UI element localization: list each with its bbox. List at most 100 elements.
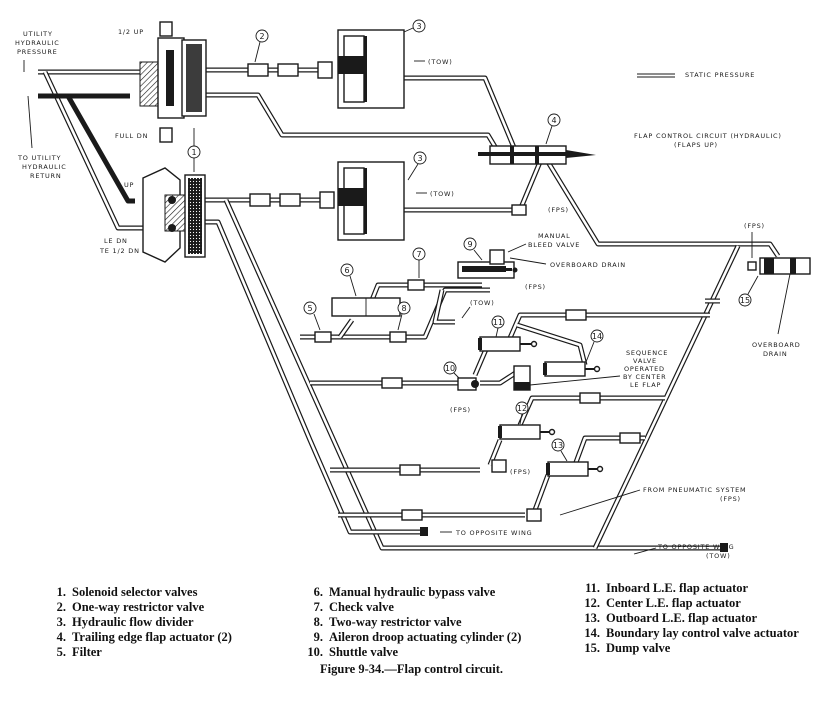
- to-opposite-wing-label-1: TO OPPOSITE WING: [440, 529, 532, 537]
- diagram-title: FLAP CONTROL CIRCUIT (HYDRAULIC) (FLAPS …: [634, 132, 781, 149]
- callout-11: 11: [491, 315, 505, 338]
- legend-text: Filter: [72, 645, 102, 659]
- svg-text:UTILITY: UTILITY: [23, 30, 53, 38]
- overboard-drain-label-dump: OVERBOARD DRAIN: [752, 273, 800, 358]
- svg-text:5: 5: [307, 304, 312, 313]
- svg-text:8: 8: [401, 304, 406, 313]
- legend-number: 1.: [56, 585, 66, 599]
- inboard-le-flap-actuator: [478, 336, 538, 352]
- legend-number: 10.: [307, 645, 323, 659]
- legend-item: 1. Solenoid selector valves: [50, 585, 232, 600]
- callout-15: 15: [738, 275, 759, 307]
- sequence-valve: [513, 365, 531, 391]
- legend-item: 4. Trailing edge flap actuator (2): [50, 630, 232, 645]
- half-up-label: 1/2 UP: [118, 28, 144, 36]
- legend-text: Trailing edge flap actuator (2): [72, 630, 232, 644]
- legend-text: Solenoid selector valves: [72, 585, 198, 599]
- callout-4: 4: [545, 113, 561, 145]
- legend-text: Inboard L.E. flap actuator: [606, 581, 749, 595]
- full-dn-label: FULL DN: [115, 132, 148, 140]
- callout-5: 5: [303, 301, 321, 331]
- callout-7: 7: [412, 247, 426, 278]
- le-dn-label: LE DN: [104, 237, 128, 245]
- svg-text:MANUAL: MANUAL: [538, 232, 571, 240]
- legend-text: Dump valve: [606, 641, 671, 655]
- legend-number: 15.: [584, 641, 600, 655]
- fps-label-actuator: (FPS): [548, 206, 569, 214]
- svg-text:(TOW): (TOW): [706, 552, 731, 560]
- solenoid-selector-valve-lower: [142, 167, 206, 263]
- legend-number: 4.: [56, 630, 66, 644]
- legend-item: 7.Check valve: [307, 600, 521, 615]
- legend-column-3: 11.Inboard L.E. flap actuator 12.Center …: [584, 581, 799, 656]
- legend-number: 8.: [313, 615, 323, 629]
- svg-text:SEQUENCE: SEQUENCE: [626, 349, 668, 357]
- from-pneumatic-label: FROM PNEUMATIC SYSTEM (FPS): [559, 486, 746, 516]
- legend-item: 15. Dump valve: [584, 641, 799, 656]
- svg-text:(FLAPS UP): (FLAPS UP): [674, 141, 718, 149]
- svg-text:PRESSURE: PRESSURE: [17, 48, 58, 56]
- manual-bleed-valve-label: MANUAL BLEED VALVE: [507, 232, 580, 253]
- te-half-dn-label: TE 1/2 DN: [99, 247, 140, 255]
- legend-item: 6. Manual hydraulic bypass valve: [307, 585, 521, 600]
- tow-label-center: (TOW): [470, 299, 495, 307]
- utility-pressure-label: UTILITY HYDRAULIC PRESSURE: [15, 30, 59, 72]
- svg-text:7: 7: [416, 250, 421, 259]
- dump-valve: [747, 257, 811, 275]
- fps-label-dump: (FPS): [744, 222, 765, 230]
- to-opposite-wing-label-2: TO OPPOSITE WING (TOW): [633, 543, 734, 560]
- aileron-droop-actuating-cylinder: [457, 249, 518, 279]
- legend-text: Manual hydraulic bypass valve: [329, 585, 496, 599]
- boundary-layer-control-valve-actuator: [543, 361, 601, 377]
- callout-1: 1: [187, 128, 201, 172]
- up-label: UP: [124, 181, 134, 189]
- legend-number: 2.: [56, 600, 66, 614]
- callout-9: 9: [463, 237, 483, 261]
- svg-text:12: 12: [517, 404, 527, 413]
- legend-number: 5.: [56, 645, 66, 659]
- svg-text:9: 9: [467, 240, 472, 249]
- legend-item: 13.Outboard L.E. flap actuator: [584, 611, 799, 626]
- svg-text:14: 14: [592, 332, 602, 341]
- flow-divider-lower: [337, 161, 405, 241]
- legend-number: 9.: [313, 630, 323, 644]
- svg-text:4: 4: [551, 116, 556, 125]
- legend-text: Hydraulic flow divider: [72, 615, 194, 629]
- svg-text:RETURN: RETURN: [30, 172, 62, 180]
- callout-6: 6: [340, 263, 357, 297]
- legend-text: Boundary lay control valve actuator: [606, 626, 799, 640]
- legend-number: 6.: [313, 585, 323, 599]
- fps-label-center: (FPS): [510, 468, 531, 476]
- callout-3-lower: 3: [407, 151, 427, 181]
- svg-text:6: 6: [344, 266, 349, 275]
- svg-text:3: 3: [416, 22, 421, 31]
- legend-item: 10.Shuttle valve: [307, 645, 521, 660]
- svg-text:FROM PNEUMATIC SYSTEM: FROM PNEUMATIC SYSTEM: [643, 486, 746, 494]
- static-pressure-key: STATIC PRESSURE: [637, 71, 754, 79]
- svg-text:(FPS): (FPS): [720, 495, 741, 503]
- figure-caption: Figure 9-34.—Flap control circuit.: [320, 662, 503, 676]
- legend-item: 3.Hydraulic flow divider: [50, 615, 232, 630]
- flow-divider-upper: [337, 29, 405, 109]
- tow-label-upper: (TOW): [428, 58, 453, 66]
- svg-text:OPERATED: OPERATED: [624, 365, 665, 373]
- legend-item: 9.Aileron droop actuating cylinder (2): [307, 630, 522, 645]
- svg-text:VALVE: VALVE: [633, 357, 657, 365]
- legend-column-2: 6. Manual hydraulic bypass valve 7.Check …: [307, 585, 521, 660]
- inline-restrictors: [381, 204, 728, 552]
- svg-text:LE FLAP: LE FLAP: [630, 381, 661, 389]
- svg-text:10: 10: [445, 364, 455, 373]
- shuttle-valve: [457, 377, 479, 391]
- svg-text:1: 1: [191, 148, 196, 157]
- legend-number: 13.: [584, 611, 600, 625]
- svg-text:TO OPPOSITE WING: TO OPPOSITE WING: [657, 543, 734, 551]
- solenoid-selector-valve-upper: [139, 21, 207, 143]
- legend-text: Check valve: [329, 600, 394, 614]
- legend-text: Center L.E. flap actuator: [606, 596, 741, 610]
- svg-text:OVERBOARD DRAIN: OVERBOARD DRAIN: [550, 261, 626, 269]
- svg-text:TO OPPOSITE WING: TO OPPOSITE WING: [455, 529, 532, 537]
- svg-text:15: 15: [740, 296, 750, 305]
- two-way-restrictor-valve: [389, 331, 407, 343]
- svg-text:BLEED VALVE: BLEED VALVE: [528, 241, 580, 249]
